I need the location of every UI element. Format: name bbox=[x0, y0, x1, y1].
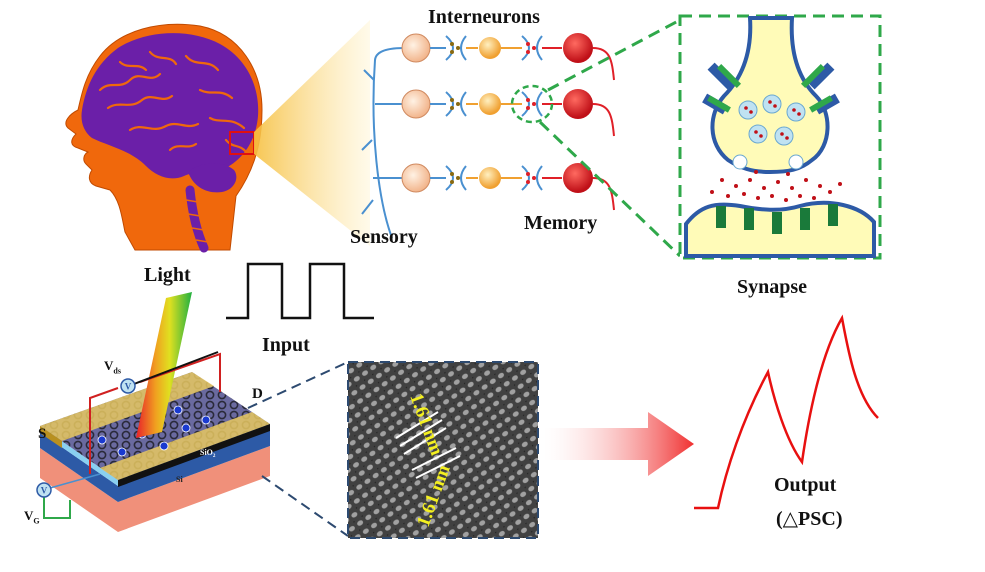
input-pulse-waveform bbox=[226, 262, 374, 320]
input-label: Input bbox=[262, 334, 310, 356]
memory-neuron bbox=[563, 89, 593, 119]
synapse-label: Synapse bbox=[737, 276, 808, 298]
presynaptic-receptors bbox=[702, 62, 840, 115]
sensory-label: Sensory bbox=[350, 226, 418, 248]
head-illustration bbox=[65, 20, 370, 253]
memory-neuron bbox=[563, 33, 593, 63]
spine bbox=[185, 185, 209, 253]
vg-meter-symbol: V bbox=[41, 486, 48, 496]
synapse-detail bbox=[678, 14, 882, 260]
brain-folds bbox=[98, 50, 248, 154]
vesicles bbox=[732, 94, 806, 170]
vg-meter bbox=[36, 482, 52, 498]
drain-electrode bbox=[100, 412, 270, 480]
vg-wire-blue bbox=[49, 473, 101, 489]
si-substrate bbox=[40, 446, 270, 532]
sensory-neuron bbox=[401, 89, 431, 119]
vds-meter bbox=[120, 378, 136, 394]
neurotransmitters bbox=[710, 170, 842, 202]
si-label: Si bbox=[176, 475, 183, 484]
output-arrow bbox=[544, 412, 694, 476]
source-label: S bbox=[38, 426, 47, 442]
zoom-line-bottom bbox=[538, 120, 682, 258]
light-label: Light bbox=[144, 264, 191, 286]
tem-zoom-line-top bbox=[247, 361, 349, 409]
sio2-layer bbox=[40, 430, 270, 502]
vds-label: Vds bbox=[104, 358, 121, 376]
sensory-neuron bbox=[401, 163, 431, 193]
interneuron bbox=[479, 167, 501, 189]
neuron-row-3 bbox=[401, 163, 615, 211]
output-psc-curve bbox=[694, 314, 879, 510]
zoom-cone bbox=[254, 20, 370, 246]
neuron-row-2 bbox=[401, 84, 615, 137]
sensory-tree bbox=[361, 47, 405, 239]
spine-bones bbox=[185, 199, 209, 243]
drain-electrode-edge bbox=[118, 424, 270, 487]
light-beam bbox=[136, 292, 192, 438]
vds-meter-symbol: V bbox=[125, 382, 132, 392]
vg-label: VG bbox=[24, 508, 40, 526]
memory-label: Memory bbox=[524, 212, 598, 234]
output-label: Output bbox=[774, 474, 837, 496]
tem-image: 1.61 nm 1.61 nm bbox=[347, 361, 539, 539]
memory-neuron bbox=[563, 163, 593, 193]
interneurons-label: Interneurons bbox=[428, 6, 540, 28]
cerebellum bbox=[188, 163, 237, 193]
zoom-line-top bbox=[547, 18, 681, 92]
phototransistor-device: V V SiO2 Si bbox=[36, 292, 270, 532]
postsynaptic-receptors bbox=[716, 204, 838, 234]
neuron-row-1 bbox=[401, 33, 615, 81]
tem-zoom-line-bottom bbox=[261, 475, 349, 537]
sio2-top-layer bbox=[40, 424, 270, 486]
sio2-label: SiO2 bbox=[200, 448, 216, 459]
interneuron bbox=[479, 37, 501, 59]
neural-network bbox=[361, 18, 682, 258]
brain-region bbox=[81, 33, 259, 179]
sensory-neuron bbox=[401, 33, 431, 63]
vds-wire bbox=[89, 352, 221, 474]
delta-psc-label: (△PSC) bbox=[776, 508, 843, 530]
drain-label: D bbox=[252, 386, 263, 402]
lattice-fringe-marks bbox=[395, 411, 461, 479]
source-electrode-edge bbox=[40, 426, 62, 448]
vg-wire bbox=[43, 496, 71, 519]
vds-wire-black bbox=[133, 351, 219, 385]
highlighted-synapse bbox=[510, 84, 554, 124]
interneuron bbox=[479, 93, 501, 115]
synapse-junction bbox=[445, 35, 454, 61]
